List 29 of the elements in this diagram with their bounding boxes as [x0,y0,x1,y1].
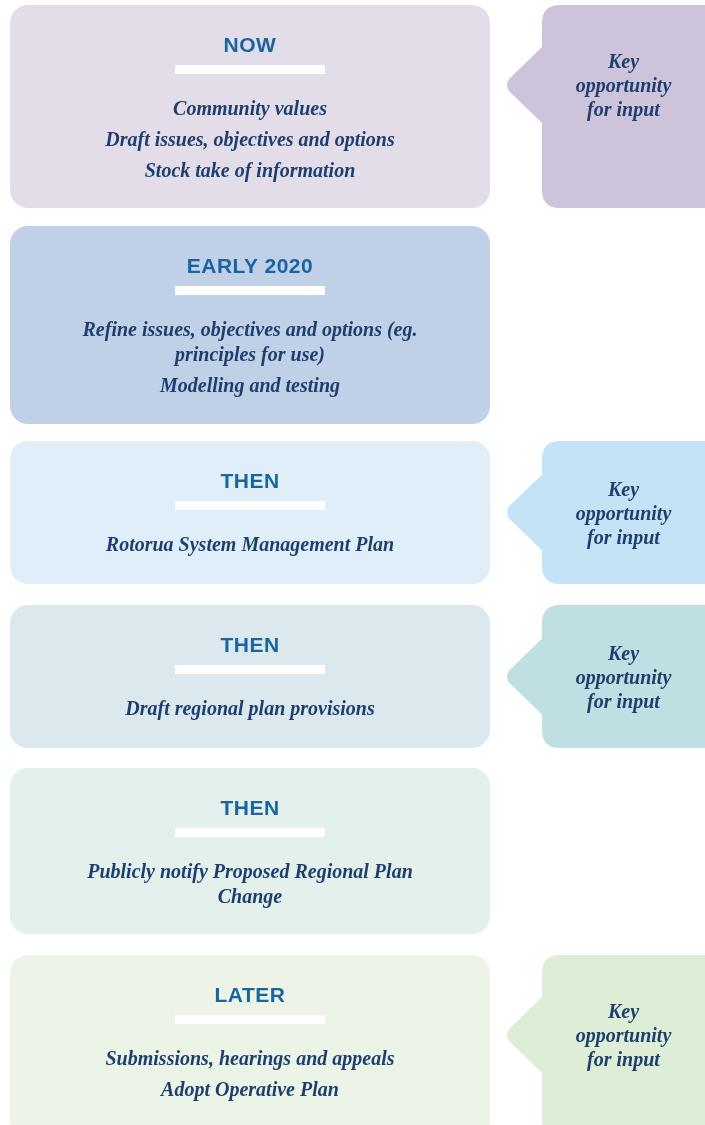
callout-text: Key opportunity for input [574,476,673,549]
callout-text: Key opportunity for input [574,640,673,713]
stage-step: Stock take of information [144,158,356,183]
stage-card [10,768,490,934]
stage-card [10,226,490,424]
callout-text: Key opportunity for input [574,49,673,121]
stage-heading: THEN [220,469,280,493]
stage-step: Community values [173,96,327,121]
stage-step: Draft issues, objectives and options [105,127,395,152]
callout-bubble [505,441,705,584]
stage-step: Rotorua System Management Plan [105,532,395,557]
stage-step: Adopt Operative Plan [161,1077,339,1102]
stage-step: Draft regional plan provisions [125,696,375,721]
stage-step: Submissions, hearings and appeals [105,1046,395,1071]
stage-step: Publicly notify Proposed Regional Plan Change [65,859,435,909]
stage-heading: NOW [223,33,277,57]
callout-bubble [505,605,705,748]
stage-card [10,605,490,748]
callout-text: Key opportunity for input [574,999,673,1071]
stage-card [10,5,490,208]
stage-step: Modelling and testing [160,373,340,398]
stage-heading: EARLY 2020 [186,254,314,278]
stage-heading: THEN [220,633,280,657]
stage-step: Refine issues, objectives and options (eg. principles for use) [65,317,435,367]
stage-heading: THEN [220,796,280,820]
stage-card [10,441,490,584]
callout-bubble [505,955,705,1125]
callout-bubble [505,5,705,208]
stage-heading: LATER [214,983,286,1007]
